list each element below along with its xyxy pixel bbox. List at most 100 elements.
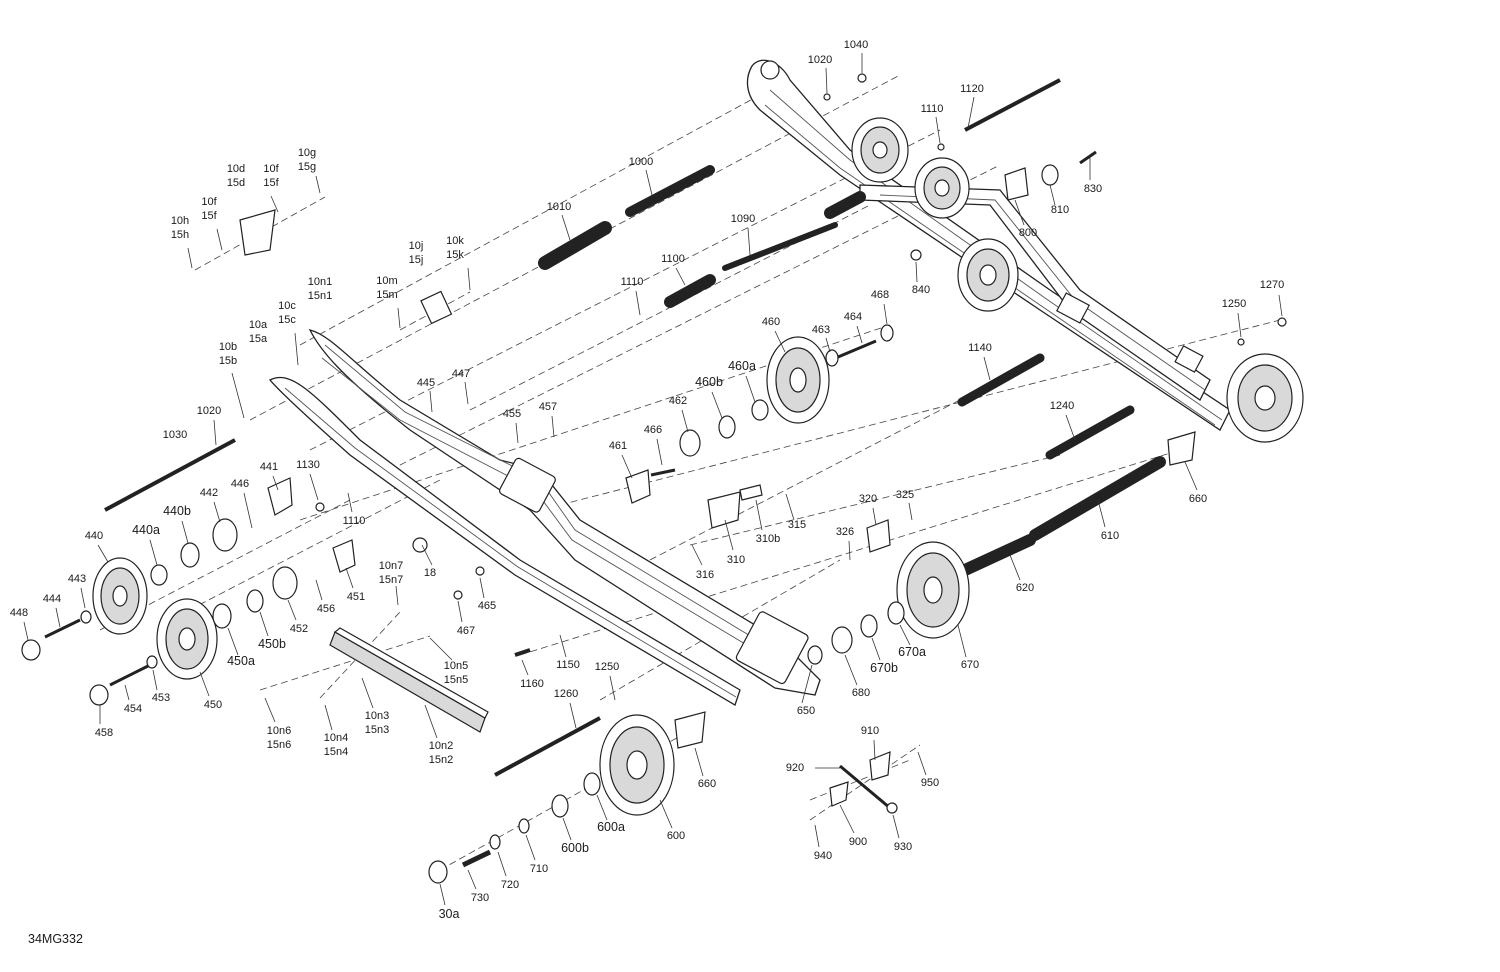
callout-c325: 325 bbox=[896, 489, 914, 501]
callout-line: 1270 bbox=[1260, 279, 1284, 291]
callout-c1250b: 1250 bbox=[595, 661, 619, 673]
callout-c30a: 30a bbox=[439, 907, 460, 921]
wear-slide-10n2 bbox=[329, 627, 489, 733]
callout-line: 10j bbox=[409, 240, 424, 252]
callout-line: 1030 bbox=[163, 429, 187, 441]
callout-line: 10f bbox=[263, 163, 279, 175]
callout-line: 10n2 bbox=[429, 740, 453, 752]
wheel-670 bbox=[896, 541, 970, 639]
callout-line: 10n1 bbox=[308, 276, 332, 288]
callout-line: 660 bbox=[1189, 493, 1207, 505]
callout-line: 10n4 bbox=[324, 732, 348, 744]
callout-line: 650 bbox=[797, 705, 815, 717]
wheel-rear-4 bbox=[1226, 353, 1304, 443]
callout-c442: 442 bbox=[200, 487, 218, 499]
callout-line: 325 bbox=[896, 489, 914, 501]
callout-line: 326 bbox=[836, 526, 854, 538]
callout-line: 10n3 bbox=[365, 710, 389, 722]
callout-line: 451 bbox=[347, 591, 365, 603]
callout-line: 468 bbox=[871, 289, 889, 301]
callout-line: 1150 bbox=[556, 659, 580, 671]
callout-line: 1110 bbox=[621, 276, 644, 288]
callout-line: 455 bbox=[503, 408, 521, 420]
callout-c940: 940 bbox=[814, 850, 832, 862]
callout-c454: 454 bbox=[124, 703, 142, 715]
callout-line: 457 bbox=[539, 401, 557, 413]
callout-line: 463 bbox=[812, 324, 830, 336]
callout-line: 441 bbox=[260, 461, 278, 473]
callout-c1140: 1140 bbox=[968, 342, 992, 354]
callout-line: 30a bbox=[439, 907, 460, 921]
callout-line: 670b bbox=[870, 661, 898, 675]
callout-c950: 950 bbox=[921, 777, 939, 789]
callout-line: 15b bbox=[219, 355, 237, 367]
callout-c462: 462 bbox=[669, 395, 687, 407]
diagram-id: 34MG332 bbox=[28, 932, 83, 946]
callout-c610: 610 bbox=[1101, 530, 1119, 542]
callout-line: 1160 bbox=[520, 678, 544, 690]
callout-leaders bbox=[23, 53, 1283, 906]
callout-c465: 465 bbox=[478, 600, 496, 612]
callout-c1040: 1040 bbox=[844, 39, 868, 51]
callout-line: 15k bbox=[446, 249, 464, 261]
callout-c1100: 1100 bbox=[661, 253, 685, 265]
callout-c840: 840 bbox=[912, 284, 930, 296]
callout-line: 10n7 bbox=[379, 560, 403, 572]
callout-line: 10h bbox=[171, 215, 189, 227]
callout-line: 458 bbox=[95, 727, 113, 739]
callout-c680: 680 bbox=[852, 687, 870, 699]
callout-line: 910 bbox=[861, 725, 879, 737]
callout-line: 15n6 bbox=[267, 739, 291, 751]
callout-line: 450a bbox=[227, 654, 255, 668]
callout-c1110c: 1110 bbox=[343, 515, 366, 527]
callout-line: 454 bbox=[124, 703, 142, 715]
callout-c453: 453 bbox=[152, 692, 170, 704]
callout-line: 800 bbox=[1019, 227, 1037, 239]
front-slide-rails bbox=[268, 329, 821, 706]
callout-line: 15f bbox=[263, 177, 279, 189]
callout-c467: 467 bbox=[457, 625, 475, 637]
callout-c1030: 1030 bbox=[163, 429, 187, 441]
callout-line: 680 bbox=[852, 687, 870, 699]
callout-line: 460b bbox=[695, 375, 723, 389]
callout-c620: 620 bbox=[1016, 582, 1034, 594]
callout-line: 1130 bbox=[296, 459, 320, 471]
callout-line: 720 bbox=[501, 879, 519, 891]
callout-c10n2: 10n2 15n2 bbox=[429, 740, 453, 766]
callout-line: 15n2 bbox=[429, 754, 453, 766]
callout-line: 940 bbox=[814, 850, 832, 862]
small-hardware bbox=[21, 73, 1287, 884]
callout-line: 448 bbox=[10, 607, 28, 619]
callout-c660a: 660 bbox=[1189, 493, 1207, 505]
callout-c444: 444 bbox=[43, 593, 61, 605]
callout-c460a: 460a bbox=[728, 359, 756, 373]
callout-line: 465 bbox=[478, 600, 496, 612]
callout-line: 18 bbox=[424, 567, 436, 579]
callout-line: 447 bbox=[452, 368, 470, 380]
callout-line: 15n5 bbox=[444, 674, 468, 686]
callout-line: 452 bbox=[290, 623, 308, 635]
callout-line: 15n4 bbox=[324, 746, 348, 758]
callout-line: 440b bbox=[163, 504, 191, 518]
callout-c730: 730 bbox=[471, 892, 489, 904]
callout-line: 600a bbox=[597, 820, 625, 834]
rear-frame-rail bbox=[746, 59, 1231, 431]
callout-c456: 456 bbox=[317, 603, 335, 615]
callout-line: 444 bbox=[43, 593, 61, 605]
callout-line: 1110 bbox=[343, 515, 366, 527]
callout-line: 462 bbox=[669, 395, 687, 407]
callout-c1130: 1130 bbox=[296, 459, 320, 471]
wheel-rear-1 bbox=[851, 117, 909, 183]
callout-line: 445 bbox=[417, 377, 435, 389]
wheel-440 bbox=[92, 557, 148, 635]
callout-line: 1120 bbox=[960, 83, 984, 95]
wheel-600 bbox=[599, 714, 675, 816]
callout-c450b: 450b bbox=[258, 637, 286, 651]
